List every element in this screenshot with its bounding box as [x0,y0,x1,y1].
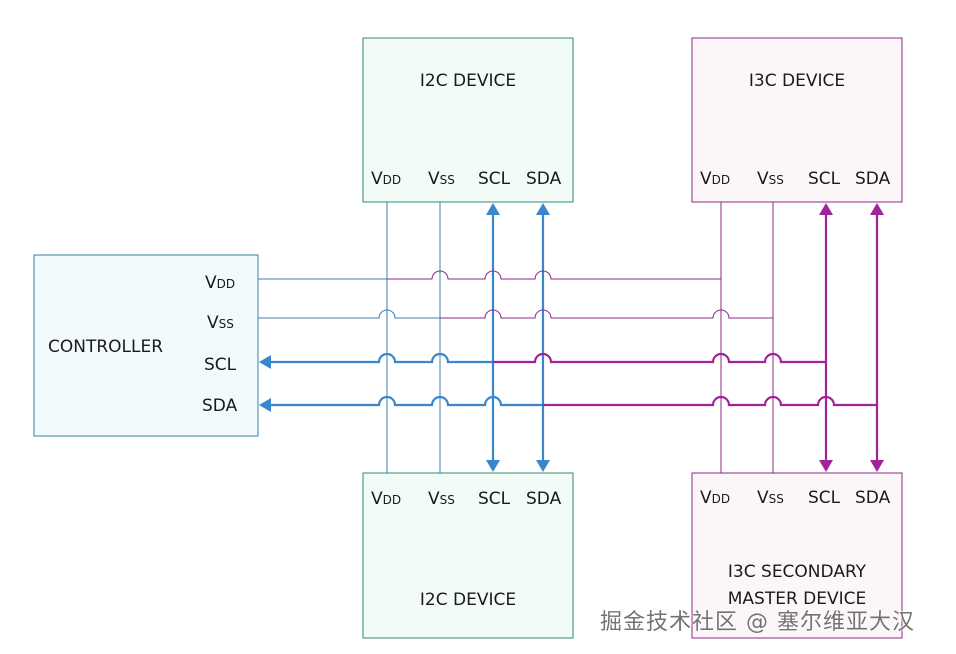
i3c-top-pin-scl: SCL [808,169,841,189]
i3c-bottom-pin-vss: VSS [757,488,784,508]
i3c-bottom-pin-sda: SDA [855,488,891,508]
sda-bus-purple [543,395,877,407]
bus-wires [258,202,884,473]
i3c-top-sda-arrow-icon [870,203,884,215]
i2c-bottom-title: I2C DEVICE [420,590,516,610]
i3c-bottom-pin-vdd: VDD [700,488,730,508]
i3c-top-pin-vdd: VDD [700,169,730,189]
controller-pin-vdd: VDD [205,273,235,293]
sda-bus-blue [270,395,543,407]
i2c-top-pin-vss: VSS [428,169,455,189]
svg-text:VSS: VSS [207,313,234,333]
svg-text:VDD: VDD [205,273,235,293]
vss-bus-blue [258,309,440,319]
i3c-bottom-sda-arrow-icon [870,460,884,472]
i2c-bottom-sda-arrow-icon [536,460,550,472]
vdd-bus-purple [387,270,721,280]
scl-bus-blue [270,352,493,364]
i2c-top-sda-arrow-icon [536,203,550,215]
i2c-top-title: I2C DEVICE [420,71,516,91]
i2c-top-pin-vdd: VDD [371,169,401,189]
i2c-top-pin-sda: SDA [526,169,562,189]
controller-pin-sda: SDA [202,396,238,416]
controller-pin-scl: SCL [204,355,237,375]
i2c-bottom-pin-sda: SDA [526,489,562,509]
vss-bus-purple [440,309,773,319]
i2c-device-top-box [362,37,574,203]
i2c-bottom-pin-scl: SCL [478,489,511,509]
i2c-device-bottom-box [362,472,574,639]
i3c-bottom-title-line2: MASTER DEVICE [728,589,867,609]
i3c-bottom-pin-scl: SCL [808,488,841,508]
controller-pin-vss: VSS [207,313,234,333]
controller-box [33,254,259,437]
i3c-top-scl-arrow-icon [819,203,833,215]
i3c-bottom-title-line1: I3C SECONDARY [728,562,867,582]
i3c-secondary-master-box [691,472,903,639]
i2c-top-pin-scl: SCL [478,169,511,189]
i3c-top-pin-vss: VSS [757,169,784,189]
i2c-bottom-pin-vdd: VDD [371,489,401,509]
controller-sda-arrow-icon [259,398,271,412]
watermark: 掘金技术社区 @ 塞尔维亚大汉 [600,610,915,635]
i3c-device-top-box [691,37,903,203]
controller-title: CONTROLLER [48,337,163,357]
i2c-top-scl-arrow-icon [486,203,500,215]
i2c-bottom-pin-vss: VSS [428,489,455,509]
i3c-top-title: I3C DEVICE [749,71,845,91]
i3c-bottom-scl-arrow-icon [819,460,833,472]
scl-bus-purple [493,352,826,364]
i3c-top-pin-sda: SDA [855,169,891,189]
controller-scl-arrow-icon [259,355,271,369]
i2c-bottom-scl-arrow-icon [486,460,500,472]
